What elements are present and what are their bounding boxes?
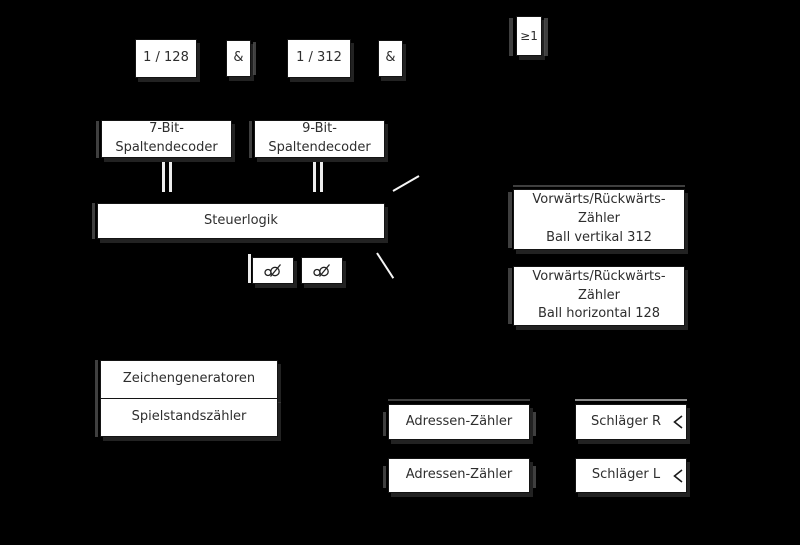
bus-width-mark xyxy=(376,252,395,279)
steuerlogik-box: Steuerlogik xyxy=(97,203,385,239)
divider-128-label: 1 / 128 xyxy=(143,50,189,66)
zeichengeneratoren-label: Zeichengeneratoren xyxy=(122,371,256,387)
shadow-stub xyxy=(575,399,687,401)
monoflop-symbol-icon xyxy=(264,264,281,277)
schlaeger-r-label: Schläger R xyxy=(591,413,661,429)
spielstandszaehler-label: Spielstandszähler xyxy=(131,409,247,425)
shadow-stub xyxy=(513,185,685,187)
adressen-zaehler-1-box: Adressen-Zähler xyxy=(388,404,530,440)
and-gate-1-box: & xyxy=(226,40,251,77)
shadow-stub xyxy=(533,412,536,436)
or-gate-label: ≥1 xyxy=(520,28,538,43)
decoder-7bit-box: 7-Bit- Spaltendecoder xyxy=(101,120,232,158)
decoder-9bit-line1: 9-Bit- xyxy=(302,121,337,137)
shadow-stub xyxy=(388,399,530,401)
shadow-stub xyxy=(383,466,386,488)
schlaeger-r-box: Schläger R xyxy=(575,404,687,440)
and-gate-2-label: & xyxy=(385,50,396,66)
monoflop-2-box xyxy=(301,257,343,284)
shadow-stub xyxy=(533,466,536,488)
divider-312-box: 1 / 312 xyxy=(287,39,351,78)
divider-312-label: 1 / 312 xyxy=(296,50,342,66)
or-gate-box: ≥1 xyxy=(516,16,542,56)
zeichengeneratoren-box: Zeichengeneratoren xyxy=(100,360,278,399)
ball-horizontal-line1: Vorwärts/Rückwärts- xyxy=(532,268,666,284)
and-gate-1-label: & xyxy=(233,50,244,66)
shadow-stub xyxy=(96,121,99,158)
ball-horizontal-line2: Zähler xyxy=(577,287,621,303)
shadow-stub xyxy=(509,18,513,56)
steuerlogik-label: Steuerlogik xyxy=(204,212,278,228)
bus-line xyxy=(162,162,165,192)
ball-horizontal-counter-box: Vorwärts/Rückwärts- Zähler Ball horizont… xyxy=(513,266,685,326)
shadow-stub xyxy=(92,203,95,239)
bus-width-mark xyxy=(392,175,420,192)
shadow-stub xyxy=(95,360,98,437)
ball-horizontal-line3: Ball horizontal 128 xyxy=(537,306,661,322)
ball-vertical-line1: Vorwärts/Rückwärts- xyxy=(532,192,666,208)
adressen-zaehler-2-label: Adressen-Zähler xyxy=(405,467,513,483)
monoflop-1-box xyxy=(252,257,294,284)
shadow-stub xyxy=(544,18,548,56)
adressen-zaehler-1-label: Adressen-Zähler xyxy=(405,413,513,429)
bus-line xyxy=(169,162,172,192)
decoder-9bit-line2: Spaltendecoder xyxy=(268,140,371,155)
decoder-7bit-line1: 7-Bit- xyxy=(149,121,184,137)
spielstandszaehler-box: Spielstandszähler xyxy=(100,398,278,437)
schlaeger-l-label: Schläger L xyxy=(591,467,661,483)
schlaeger-l-box: Schläger L xyxy=(575,458,687,493)
shadow-stub xyxy=(249,121,252,158)
shadow-stub xyxy=(383,412,386,436)
left-arrow-icon xyxy=(673,468,683,483)
ball-vertical-line2: Zähler xyxy=(577,211,621,227)
monoflop-symbol-icon xyxy=(313,264,330,277)
shadow-stub xyxy=(253,42,256,75)
ball-vertical-counter-box: Vorwärts/Rückwärts- Zähler Ball vertikal… xyxy=(513,189,685,250)
left-arrow-icon xyxy=(673,415,683,429)
bus-line xyxy=(248,254,251,283)
shadow-stub xyxy=(508,268,512,324)
bus-line xyxy=(313,162,316,192)
ball-vertical-line3: Ball vertikal 312 xyxy=(546,229,652,245)
decoder-9bit-box: 9-Bit- Spaltendecoder xyxy=(254,120,385,158)
decoder-7bit-line2: Spaltendecoder xyxy=(115,140,218,155)
and-gate-2-box: & xyxy=(378,40,403,77)
bus-line xyxy=(320,162,323,192)
adressen-zaehler-2-box: Adressen-Zähler xyxy=(388,458,530,493)
shadow-stub xyxy=(508,192,512,248)
divider-128-box: 1 / 128 xyxy=(135,39,197,78)
